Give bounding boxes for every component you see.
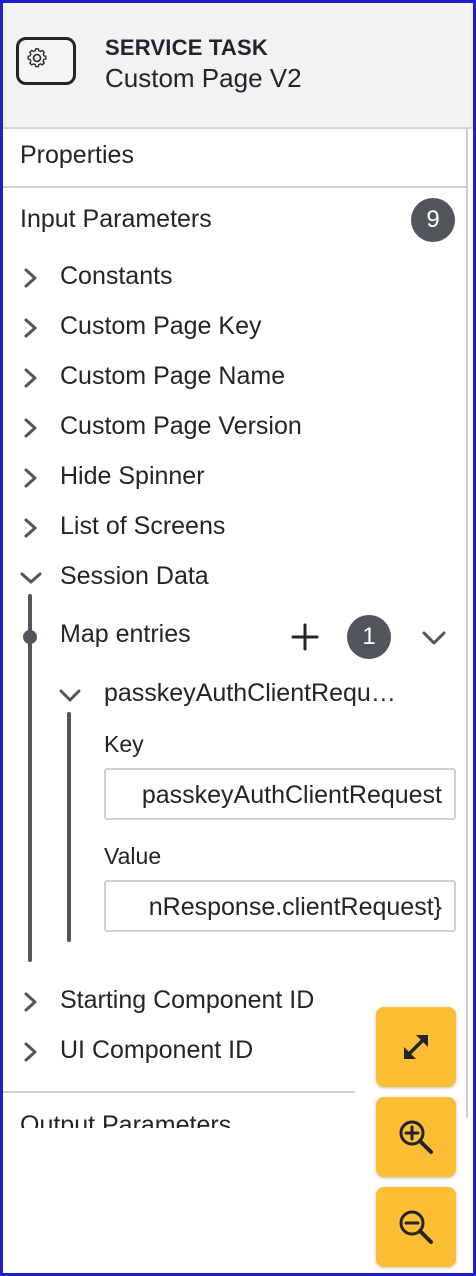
param-item-label: Hide Spinner [60,462,205,490]
map-entry-title[interactable]: passkeyAuthClientRequest [104,679,404,707]
param-item-starting-component-id[interactable]: Starting Component ID [20,982,440,1022]
key-input[interactable] [106,781,442,810]
output-parameters-header[interactable]: Output Parameters [20,1108,320,1128]
param-item-label: Custom Page Name [60,362,286,390]
gear-icon [27,48,47,68]
expand-arrows-icon [404,1035,428,1059]
input-parameters-count-badge: 9 [411,198,455,242]
service-task-icon [16,37,76,85]
param-item-ui-component-id[interactable]: UI Component ID [20,1032,440,1072]
param-item-label: Constants [60,262,173,290]
chevron-down-icon[interactable] [58,684,82,708]
param-item-label: Session Data [60,562,209,590]
tree-guide-line [28,594,32,962]
scrollbar[interactable] [466,128,468,1118]
chevron-right-icon [24,518,37,538]
param-item-custom-page-key[interactable]: Custom Page Key [20,308,440,348]
chevron-right-icon [24,1042,37,1062]
zoom-out-button[interactable] [376,1187,456,1267]
key-label: Key [104,731,144,757]
element-name: Custom Page V2 [105,63,302,93]
chevron-down-icon [20,572,42,584]
param-item-label: List of Screens [60,512,226,540]
value-label: Value [104,843,162,869]
divider [3,1091,355,1093]
chevron-down-icon[interactable] [421,625,447,651]
param-item-session-data[interactable]: Session Data [20,558,440,598]
chevron-right-icon [24,468,37,488]
zoom-out-icon [399,1210,433,1244]
param-item-label: Custom Page Key [60,312,262,340]
chevron-right-icon [24,368,37,388]
param-item-constants[interactable]: Constants [20,258,440,298]
map-entries-label: Map entries [60,620,191,648]
panel-header: SERVICE TASK Custom Page V2 [3,3,473,129]
output-parameters-label: Output Parameters [20,1111,232,1128]
map-entries-count-badge: 1 [347,615,391,659]
param-item-hide-spinner[interactable]: Hide Spinner [20,458,440,498]
chevron-right-icon [24,268,37,288]
add-entry-icon[interactable] [290,622,320,652]
chevron-right-icon [24,992,37,1012]
input-parameters-header[interactable]: Input Parameters [20,205,212,233]
chevron-right-icon [24,318,37,338]
value-input[interactable] [106,893,442,922]
param-item-label: Custom Page Version [60,412,302,440]
param-item-label: UI Component ID [60,1036,254,1064]
param-item-custom-page-name[interactable]: Custom Page Name [20,358,440,398]
zoom-in-button[interactable] [376,1097,456,1177]
chevron-right-icon [24,418,37,438]
tab-properties[interactable]: Properties [20,141,134,169]
element-type-label: SERVICE TASK [105,35,268,60]
value-field[interactable] [104,880,456,932]
key-field[interactable] [104,768,456,820]
param-item-label: Starting Component ID [60,986,315,1014]
tree-node-dot [23,630,37,644]
divider [3,186,467,188]
entry-guide-line [67,712,71,942]
param-item-list-of-screens[interactable]: List of Screens [20,508,440,548]
param-item-custom-page-version[interactable]: Custom Page Version [20,408,440,448]
fit-view-button[interactable] [376,1007,456,1087]
zoom-in-icon [399,1120,433,1154]
